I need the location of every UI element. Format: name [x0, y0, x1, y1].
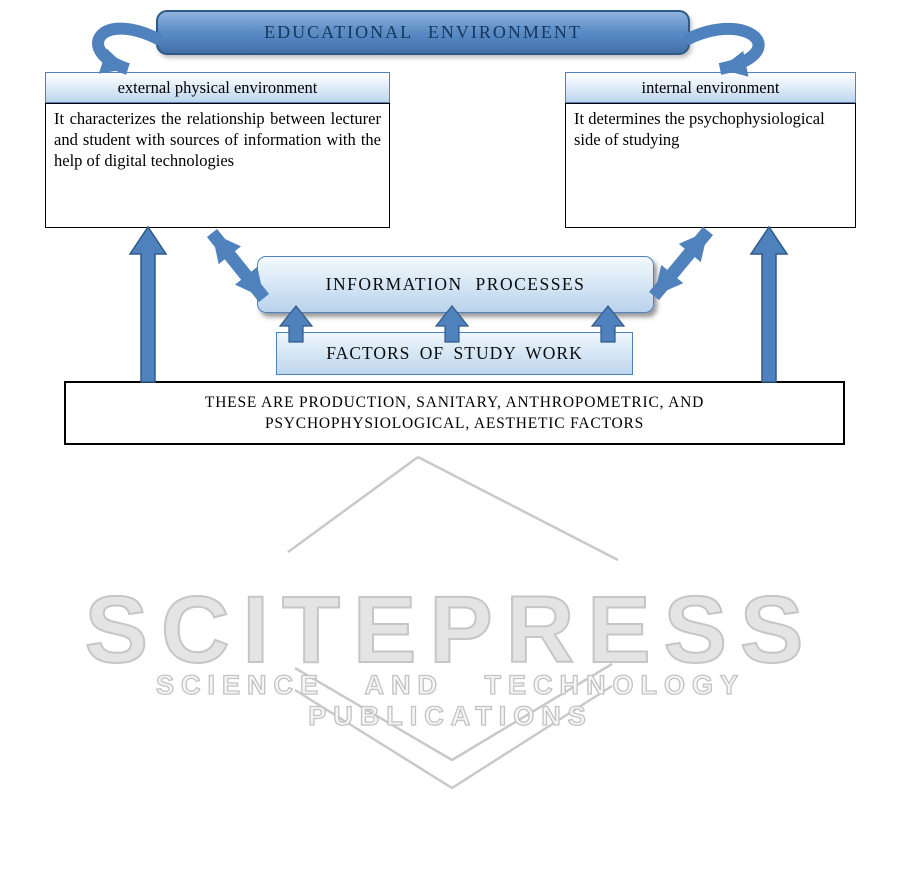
book-top-right-edge — [417, 455, 619, 562]
internal-environment-header: internal environment — [565, 72, 856, 103]
educational-environment-box: EDUCATIONAL ENVIRONMENT — [156, 10, 690, 55]
factors-detail-box: THESE ARE PRODUCTION, SANITARY, ANTHROPO… — [64, 381, 845, 445]
external-environment-description: It characterizes the relationship betwee… — [45, 103, 390, 228]
educational-environment-label: EDUCATIONAL ENVIRONMENT — [264, 22, 582, 42]
arrow-bottom-to-left-box — [128, 225, 168, 383]
scitepress-logo-text: SCITEPRESS — [84, 577, 817, 683]
factors-of-study-work-label: FACTORS OF STUDY WORK — [326, 343, 583, 363]
curved-arrow-right — [683, 22, 765, 77]
factors-detail-line2: PSYCHOPHYSIOLOGICAL, AESTHETIC FACTORS — [264, 414, 645, 432]
factors-detail-line1: THESE ARE PRODUCTION, SANITARY, ANTHROPO… — [204, 393, 705, 411]
arrow-bottom-to-right-box — [749, 225, 789, 383]
scitepress-tagline: SCIENCE AND TECHNOLOGY PUBLICATIONS — [155, 669, 746, 731]
double-arrow-right-diagonal — [649, 226, 713, 301]
internal-environment-header-label: internal environment — [641, 77, 780, 97]
book-top-left-edge — [287, 455, 419, 554]
information-processes-label: INFORMATION PROCESSES — [325, 274, 586, 294]
external-environment-header-label: external physical environment — [117, 77, 318, 97]
factors-of-study-work-box: FACTORS OF STUDY WORK — [276, 332, 633, 375]
external-environment-header: external physical environment — [45, 72, 390, 103]
curved-arrow-left — [92, 22, 163, 75]
internal-environment-description: It determines the psychophysiological si… — [565, 103, 856, 228]
information-processes-box: INFORMATION PROCESSES — [257, 256, 654, 313]
